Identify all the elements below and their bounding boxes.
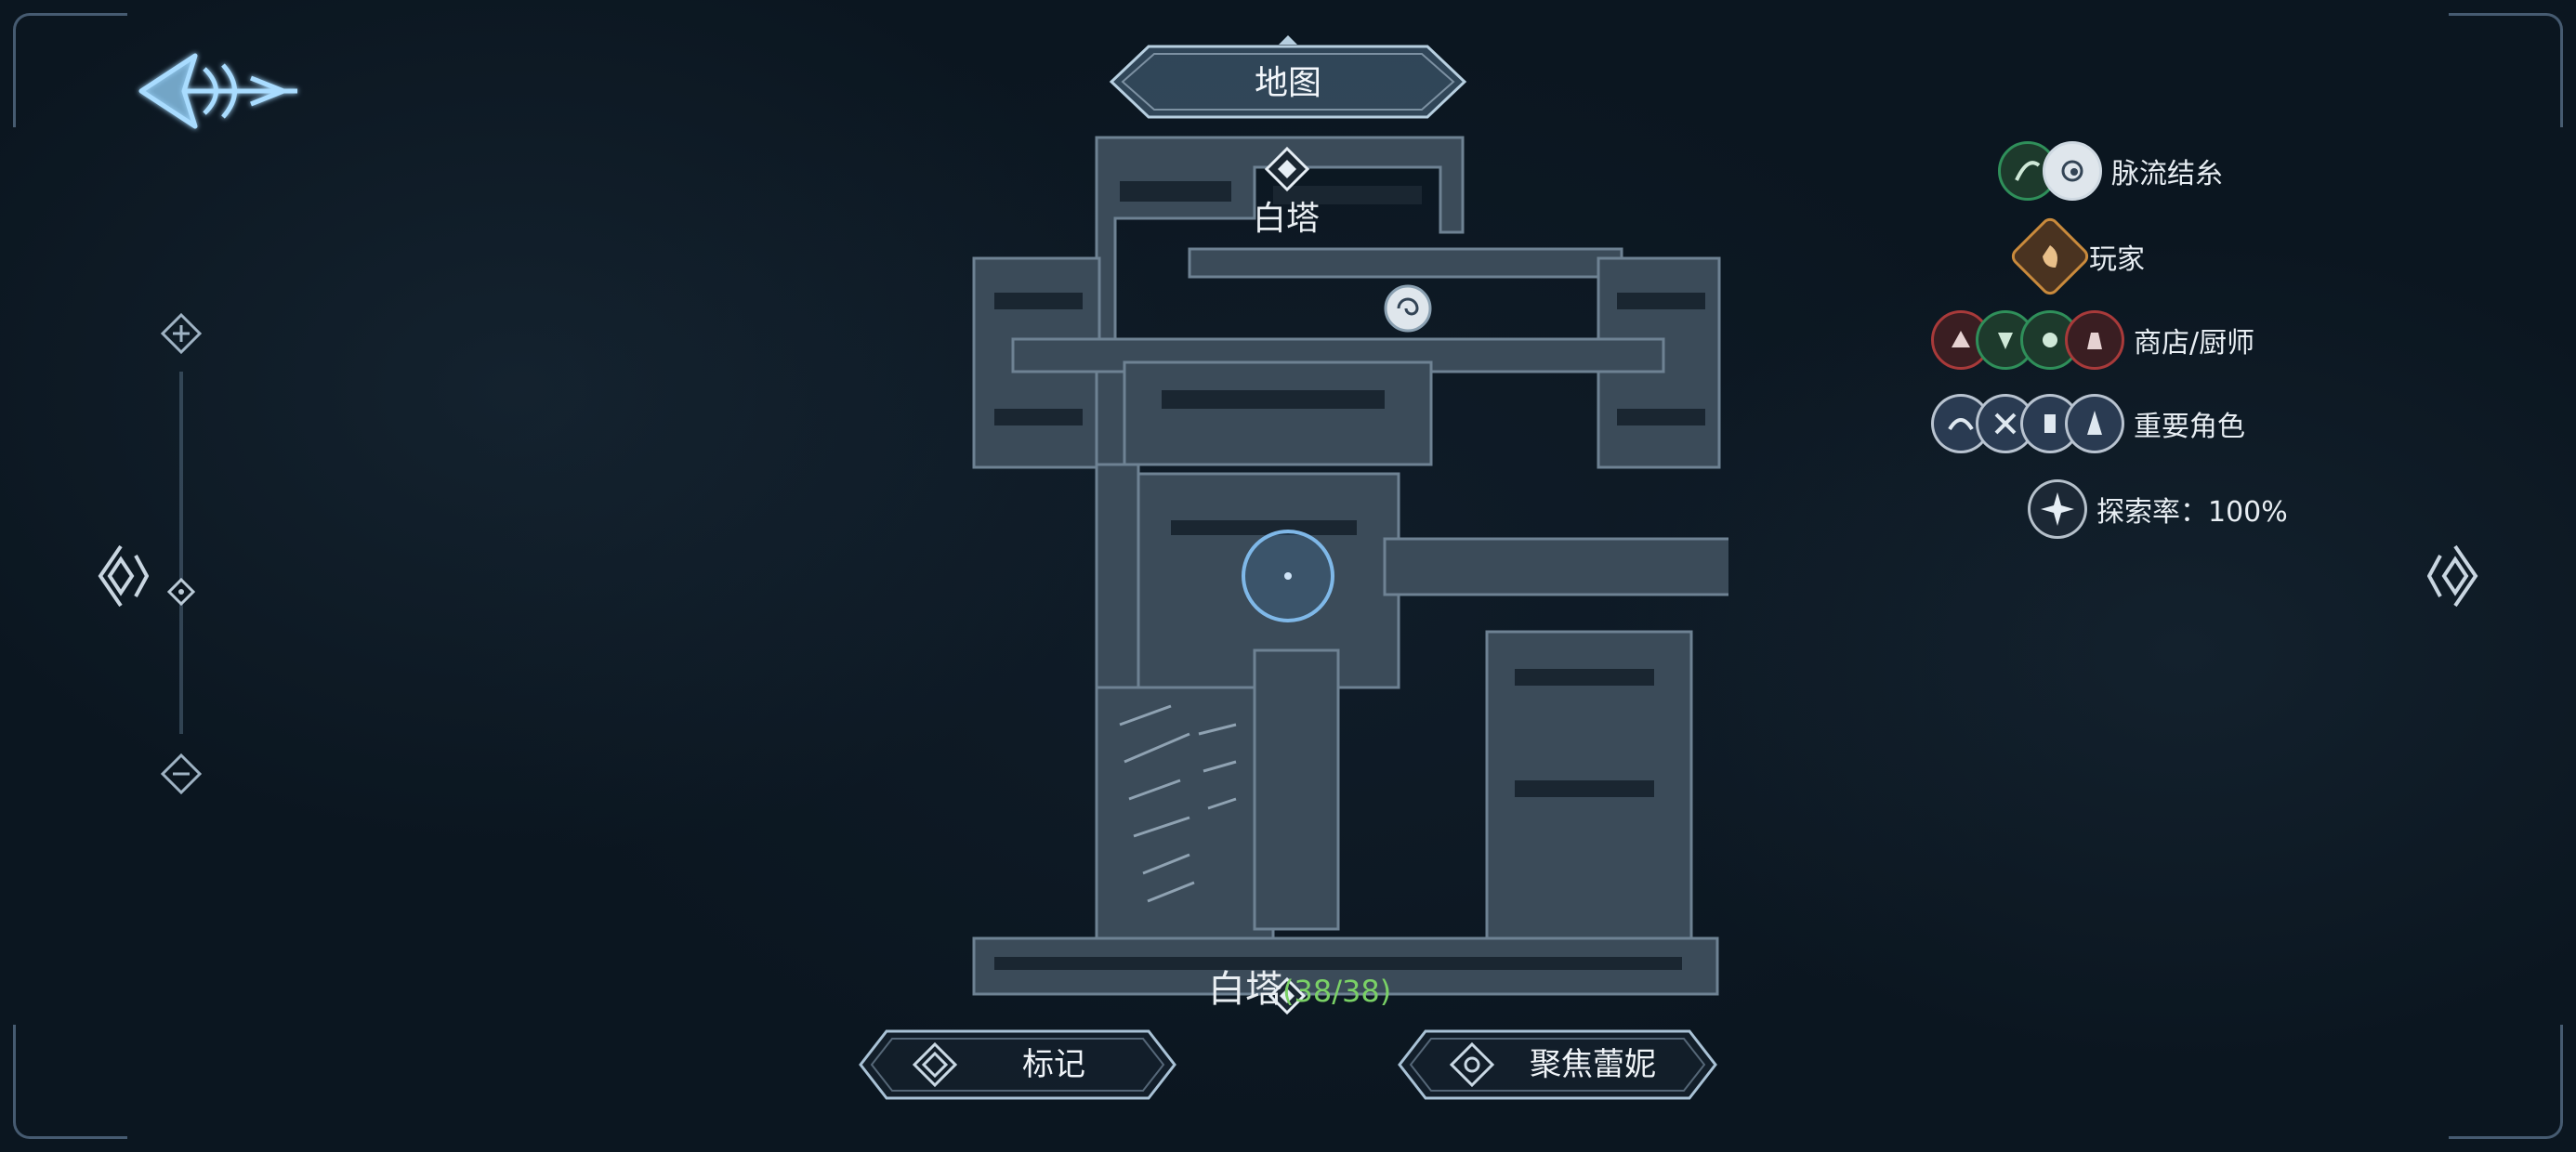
character-icon-4 — [2065, 394, 2124, 453]
character-icon-1 — [1931, 394, 1991, 453]
zoom-slider-track[interactable] — [179, 372, 183, 734]
frame-corner-top-right — [2449, 13, 2563, 127]
exploration-progress: (38/38) — [1282, 974, 1392, 1009]
focus-icon — [1449, 1041, 1495, 1088]
focus-button-label: 聚焦蕾妮 — [1530, 1046, 1656, 1083]
legend-label: 脉流结糸 — [2111, 158, 2223, 190]
right-diamond-arrow-icon — [2426, 544, 2478, 608]
legend-label: 玩家 — [2089, 243, 2145, 276]
back-arrow-icon — [138, 53, 297, 129]
zoom-slider-thumb[interactable] — [166, 577, 196, 607]
frame-corner-bottom-right — [2449, 1025, 2563, 1139]
legend-item-shop-chef: 商店/厨师 — [1931, 303, 2254, 377]
legend-label: 重要角色 — [2134, 411, 2245, 443]
player-location-ring-icon — [1242, 530, 1334, 622]
map-top-location-label: 白塔 — [1253, 200, 1321, 238]
area-map[interactable]: 白塔 白塔(38/38) — [957, 130, 1754, 1022]
zoom-out-button[interactable] — [160, 753, 203, 795]
zoom-control — [149, 307, 214, 799]
map-corridor-east — [1383, 537, 1754, 596]
map-bottom-location-name: 白塔 — [1208, 968, 1282, 1011]
title-plate: 地图 — [1102, 35, 1474, 128]
top-waypoint-icon — [1264, 146, 1310, 192]
map-corridor-top-row — [1188, 247, 1623, 279]
chef-icon — [2065, 310, 2124, 370]
mark-button-frame — [859, 1029, 1176, 1100]
legend-item-player: 玩家 — [2007, 214, 2145, 299]
title-frame-ornament — [1109, 35, 1467, 119]
map-vein-knot-marker-icon — [1384, 284, 1432, 333]
legend-item-vein-knot: 脉流结糸 — [1998, 134, 2223, 208]
legend-label: 商店/厨师 — [2134, 327, 2255, 360]
mark-button[interactable]: 标记 — [855, 1022, 1180, 1107]
area-map-drawing — [972, 136, 1754, 1015]
next-map-button[interactable] — [2426, 539, 2483, 613]
legend-item-important-characters: 重要角色 — [1931, 386, 2245, 461]
legend-item-exploration-rate: 探索率：100% — [2028, 472, 2288, 546]
back-button[interactable] — [130, 37, 307, 149]
page-title: 地图 — [1254, 64, 1321, 102]
previous-map-button[interactable] — [93, 539, 150, 613]
map-room-southwest — [1095, 686, 1275, 968]
slider-thumb-icon — [166, 577, 196, 607]
map-room-center-upper — [1123, 360, 1433, 466]
map-legend: 脉流结糸 玩家 商店/厨师 重要角色 探索率：100% — [1924, 130, 2407, 557]
vein-knot-alt-icon — [2043, 141, 2102, 201]
zoom-in-icon — [160, 312, 203, 355]
left-diamond-arrow-icon — [98, 544, 150, 608]
legend-label: 探索率：100% — [2096, 496, 2288, 529]
map-corridor-south-diagonal — [1253, 648, 1340, 931]
map-bottom-location-label: 白塔(38/38) — [1208, 959, 1391, 1013]
zoom-in-button[interactable] — [160, 312, 203, 355]
bottom-waypoint-icon — [1268, 976, 1307, 1015]
player-icon — [2007, 214, 2093, 299]
mark-icon — [912, 1041, 958, 1088]
focus-button-frame — [1398, 1029, 1717, 1100]
frame-corner-bottom-left — [13, 1025, 127, 1139]
mark-button-label: 标记 — [1022, 1046, 1085, 1083]
zoom-out-icon — [160, 753, 203, 795]
frame-corner-top-left — [13, 13, 127, 127]
compass-icon — [2028, 479, 2087, 539]
focus-lenie-button[interactable]: 聚焦蕾妮 — [1394, 1022, 1721, 1107]
